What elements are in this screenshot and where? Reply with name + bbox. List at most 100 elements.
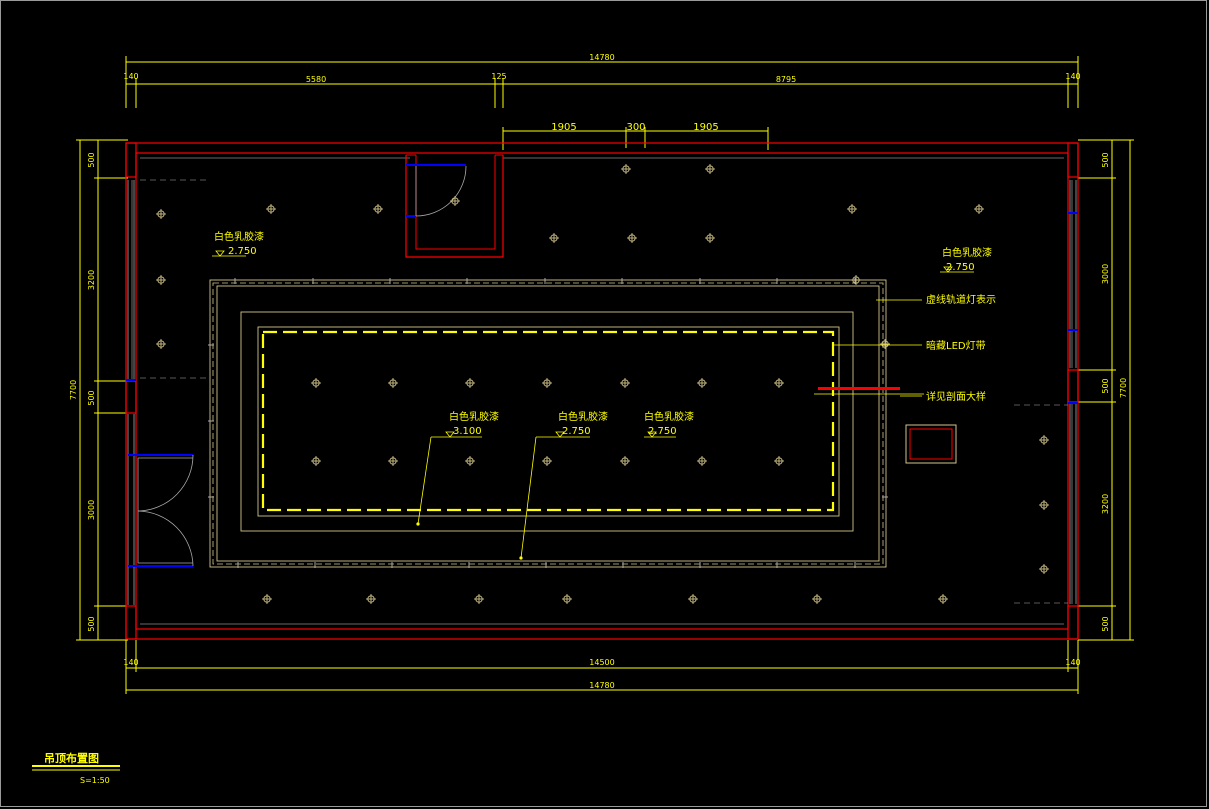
dim-top-inner-3: 1905 — [693, 122, 718, 133]
label-tl-material: 白色乳胶漆 — [214, 230, 264, 243]
downlight-icon — [1039, 435, 1049, 445]
height-mark-c2 — [519, 431, 590, 560]
downlight-icon — [262, 594, 272, 604]
downlight-icon — [880, 339, 890, 349]
downlight-icon — [366, 594, 376, 604]
entrance-double-door — [128, 454, 194, 567]
downlight-icon — [474, 594, 484, 604]
downlight-icon — [620, 456, 630, 466]
dim-right-4: 3200 — [1101, 494, 1110, 514]
dim-top-seg2: 8795 — [776, 75, 796, 84]
dim-top-inner-1: 1905 — [551, 122, 576, 133]
label-c2-material: 白色乳胶漆 — [558, 410, 608, 423]
closet-enclosure — [405, 154, 504, 258]
downlight-icon — [465, 456, 475, 466]
dim-top-right-end: 140 — [1065, 72, 1080, 81]
dim-bottom-total: 14780 — [589, 681, 614, 690]
downlight-icon — [697, 378, 707, 388]
left-glazing — [127, 180, 1077, 605]
dim-top-total: 14780 — [589, 53, 614, 62]
label-tr-material: 白色乳胶漆 — [942, 246, 992, 259]
label-tr-height: 2.750 — [946, 262, 975, 273]
note-section: 详见剖面大样 — [926, 390, 986, 403]
height-mark-c1 — [416, 431, 482, 526]
label-tl-height: 2.750 — [228, 246, 257, 257]
downlight-icon — [542, 378, 552, 388]
height-mark-c3 — [644, 431, 676, 438]
dim-top-mid: 125 — [491, 72, 506, 81]
downlight-icon — [812, 594, 822, 604]
top-dimensions — [125, 56, 1079, 150]
wall-trims — [131, 157, 1073, 625]
downlight-icon — [705, 164, 715, 174]
dim-left-total: 7700 — [69, 380, 78, 400]
dim-left-2: 3200 — [87, 270, 96, 290]
dim-left-3: 500 — [87, 390, 96, 405]
dim-bottom-left-end: 140 — [123, 658, 138, 667]
dim-left-1: 500 — [87, 152, 96, 167]
outer-walls — [125, 142, 1079, 640]
dashed-guides — [140, 179, 1068, 604]
dim-right-5: 500 — [1101, 616, 1110, 631]
ceiling-frames — [209, 279, 887, 568]
dim-top-seg1: 5580 — [306, 75, 326, 84]
downlight-icon — [974, 204, 984, 214]
title-underline — [32, 765, 120, 771]
label-c2-height: 2.750 — [562, 426, 591, 437]
downlight-icon — [774, 456, 784, 466]
downlight-icon — [450, 196, 460, 206]
section-marker — [814, 387, 924, 395]
downlight-icon — [156, 275, 166, 285]
height-mark-tr — [940, 266, 974, 273]
dim-bottom-seg: 14500 — [589, 658, 614, 667]
downlight-icon — [266, 204, 276, 214]
downlight-icon — [311, 378, 321, 388]
downlight-icon — [388, 456, 398, 466]
dim-top-inner-2: 300 — [626, 122, 645, 133]
downlight-icon — [851, 275, 861, 285]
downlights — [156, 164, 1049, 604]
downlight-icon — [774, 378, 784, 388]
height-mark-tl — [212, 250, 246, 257]
dim-right-2: 3000 — [1101, 264, 1110, 284]
bottom-dimensions — [125, 640, 1079, 694]
downlight-icon — [1039, 500, 1049, 510]
downlight-icon — [1039, 564, 1049, 574]
downlight-icon — [627, 233, 637, 243]
label-c1-material: 白色乳胶漆 — [449, 410, 499, 423]
led-strip-dashed — [261, 330, 835, 512]
access-panel — [905, 424, 957, 464]
downlight-icon — [688, 594, 698, 604]
downlight-icon — [542, 456, 552, 466]
downlight-icon — [311, 456, 321, 466]
downlight-icon — [465, 378, 475, 388]
downlight-icon — [562, 594, 572, 604]
dim-right-total: 7700 — [1119, 378, 1128, 398]
frame-ticks — [208, 278, 888, 568]
label-c1-height: 3.100 — [453, 426, 482, 437]
dim-left-5: 500 — [87, 616, 96, 631]
leader-lines — [832, 299, 922, 397]
downlight-icon — [847, 204, 857, 214]
downlight-icon — [621, 164, 631, 174]
downlight-icon — [388, 378, 398, 388]
downlight-icon — [620, 378, 630, 388]
drawing-scale: S=1:50 — [80, 776, 110, 785]
label-c3-material: 白色乳胶漆 — [644, 410, 694, 423]
blue-window-marks — [126, 212, 1078, 404]
downlight-icon — [156, 209, 166, 219]
downlight-icon — [705, 233, 715, 243]
dim-right-3: 500 — [1101, 378, 1110, 393]
note-track-light: 虚线轨道灯表示 — [926, 293, 996, 306]
label-c3-height: 2.750 — [648, 426, 677, 437]
dim-right-1: 500 — [1101, 152, 1110, 167]
drawing-title: 吊顶布置图 — [44, 751, 99, 765]
dim-bottom-right-end: 140 — [1065, 658, 1080, 667]
left-dimensions — [76, 139, 128, 641]
downlight-icon — [373, 204, 383, 214]
right-dimensions — [1078, 139, 1134, 641]
note-led-strip: 暗藏LED灯带 — [926, 339, 986, 352]
downlight-icon — [697, 456, 707, 466]
